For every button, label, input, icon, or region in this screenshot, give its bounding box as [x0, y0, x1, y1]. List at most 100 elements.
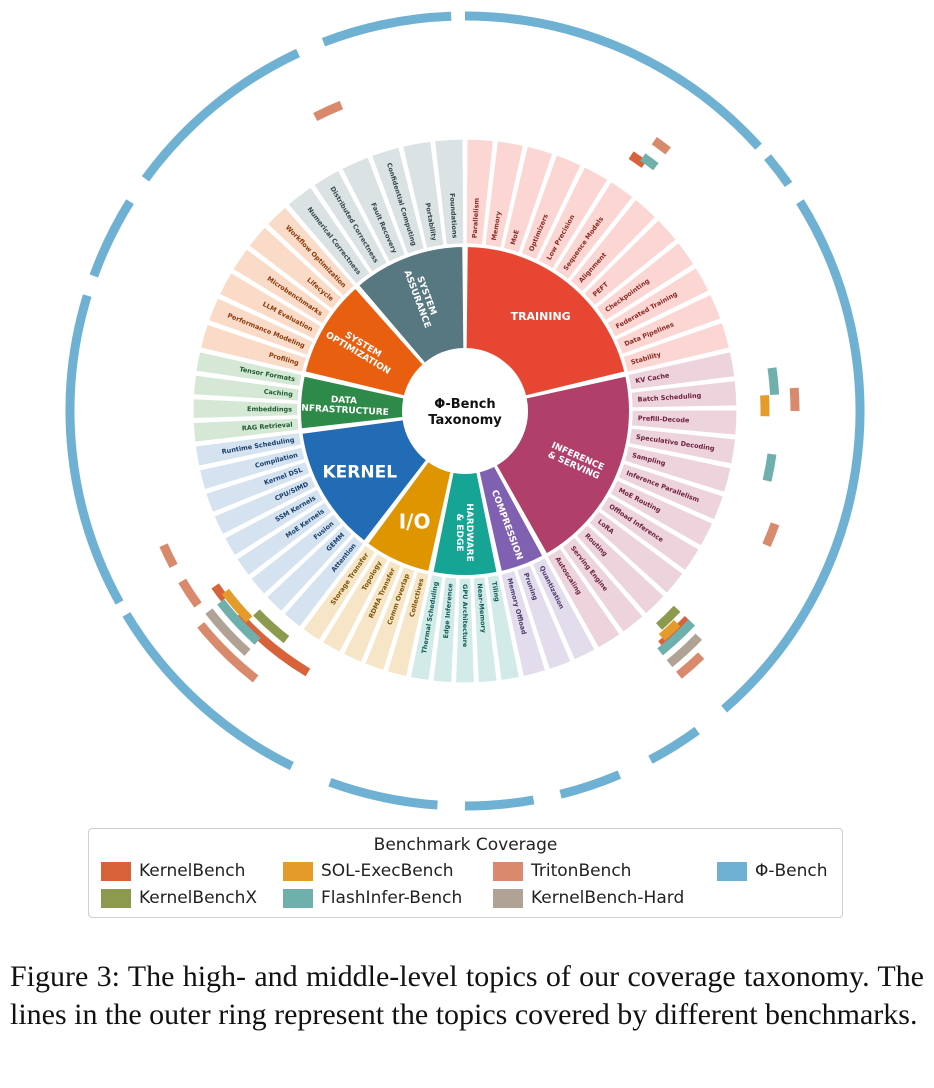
coverage-arc	[89, 199, 134, 278]
topic-segment	[569, 198, 657, 293]
topic-segment	[472, 576, 498, 684]
topic-segment	[486, 573, 521, 682]
coverage-arc	[234, 612, 311, 677]
coverage-arc	[640, 153, 659, 171]
coverage-ring	[65, 11, 865, 811]
coverage-arc	[789, 387, 800, 412]
legend-item-kernelbench-hard: KernelBench-Hard	[493, 888, 684, 908]
topic-segment	[199, 323, 308, 374]
legend-label: KernelBench-Hard	[531, 888, 685, 908]
topic-segment	[235, 501, 333, 577]
coverage-arc	[65, 294, 124, 605]
coverage-arc	[658, 619, 681, 641]
topic-segment	[409, 573, 444, 682]
legend-swatch	[283, 861, 313, 881]
topic-segment	[627, 350, 736, 391]
topic-label: RAG Retrieval	[242, 421, 293, 433]
coverage-arc	[648, 726, 700, 764]
topic-segment	[582, 218, 678, 307]
topic-segment	[454, 577, 476, 684]
center-disk	[403, 349, 527, 473]
topic-segment	[433, 138, 465, 246]
figure-caption: Figure 3: The high- and middle-level top…	[10, 960, 924, 1031]
topic-segment	[502, 145, 554, 254]
topic-segment	[205, 460, 311, 514]
topic-segment	[546, 547, 621, 649]
topic-label: MoE	[509, 229, 521, 246]
topic-segment	[432, 576, 458, 684]
coverage-arc	[253, 609, 290, 644]
legend-item-flashinfer-bench: FlashInfer-Bench	[283, 888, 462, 908]
topic-segment	[516, 564, 572, 671]
topic-segment	[537, 165, 609, 270]
legend-label: Φ-Bench	[755, 861, 828, 881]
coverage-arc	[676, 652, 705, 679]
category-label-line: HARDWARE	[464, 503, 474, 561]
topic-segment	[192, 417, 300, 443]
topic-segment	[531, 556, 597, 661]
topic-segment	[213, 474, 318, 536]
topic-segment	[192, 398, 299, 420]
topic-segment	[342, 559, 403, 664]
topic-segment	[520, 154, 582, 261]
category-label-kernel: KERNEL	[322, 463, 397, 483]
topic-segment	[250, 513, 343, 596]
topic-segment	[609, 479, 714, 547]
coverage-arc	[656, 605, 681, 630]
topic-label: GPU Architecture	[461, 584, 469, 648]
topic-segment	[465, 138, 495, 246]
topic-label: Tiling	[490, 581, 501, 603]
topic-segment	[194, 431, 303, 467]
legend-swatch	[283, 888, 313, 908]
topic-segment	[623, 445, 732, 494]
center-subtitle: Taxonomy	[428, 413, 502, 428]
topic-label: Caching	[263, 388, 293, 399]
topic-segment	[266, 206, 356, 298]
topic-segment	[287, 186, 372, 286]
topic-segment	[630, 409, 738, 436]
category-label-line: DATA	[331, 395, 358, 406]
coverage-arc	[762, 522, 780, 548]
category-label-line: & EDGE	[454, 513, 464, 551]
topic-segment	[553, 180, 634, 281]
coverage-arc	[197, 622, 259, 683]
coverage-arc	[657, 619, 696, 656]
topic-segment	[561, 536, 645, 634]
topic-segment	[615, 293, 722, 356]
legend-swatch	[717, 861, 747, 881]
legend-label: KernelBench	[139, 861, 246, 881]
coverage-arc	[764, 154, 793, 188]
legend-label: FlashInfer-Bench	[321, 888, 463, 908]
topic-label: Embeddings	[247, 405, 292, 413]
topic-segment	[207, 296, 314, 357]
legend-label: TritonBench	[531, 861, 632, 881]
category-label-line: KERNEL	[322, 463, 397, 483]
topic-segment	[265, 524, 354, 613]
topic-segment	[248, 226, 343, 311]
category-label-line: TRAINING	[511, 310, 571, 323]
topic-segment	[223, 488, 325, 557]
coverage-arc	[464, 11, 762, 150]
topic-segment	[232, 247, 332, 325]
category-label-line: INFRASTRUCTURE	[298, 403, 389, 418]
topic-segment	[283, 534, 365, 628]
topic-segment	[198, 446, 306, 491]
coverage-arc	[221, 588, 253, 623]
topic-segment	[630, 379, 738, 409]
coverage-arc	[205, 608, 251, 656]
legend-item-tritonbench: TritonBench	[493, 861, 631, 881]
topic-segment	[606, 266, 710, 338]
legend: Benchmark Coverage KernelBench SOL-ExecB…	[88, 828, 843, 918]
legend-swatch	[493, 861, 523, 881]
coverage-arc	[658, 615, 692, 649]
coverage-arc	[721, 199, 865, 713]
topic-segment	[599, 495, 701, 572]
coverage-arc	[767, 367, 780, 396]
category-label-io: I/O	[399, 510, 431, 534]
coverage-arc	[178, 578, 202, 608]
coverage-arc	[651, 136, 671, 155]
topic-segment	[301, 544, 377, 642]
topic-segment	[195, 350, 303, 388]
category-label-hardware: HARDWARE& EDGE	[454, 503, 474, 561]
